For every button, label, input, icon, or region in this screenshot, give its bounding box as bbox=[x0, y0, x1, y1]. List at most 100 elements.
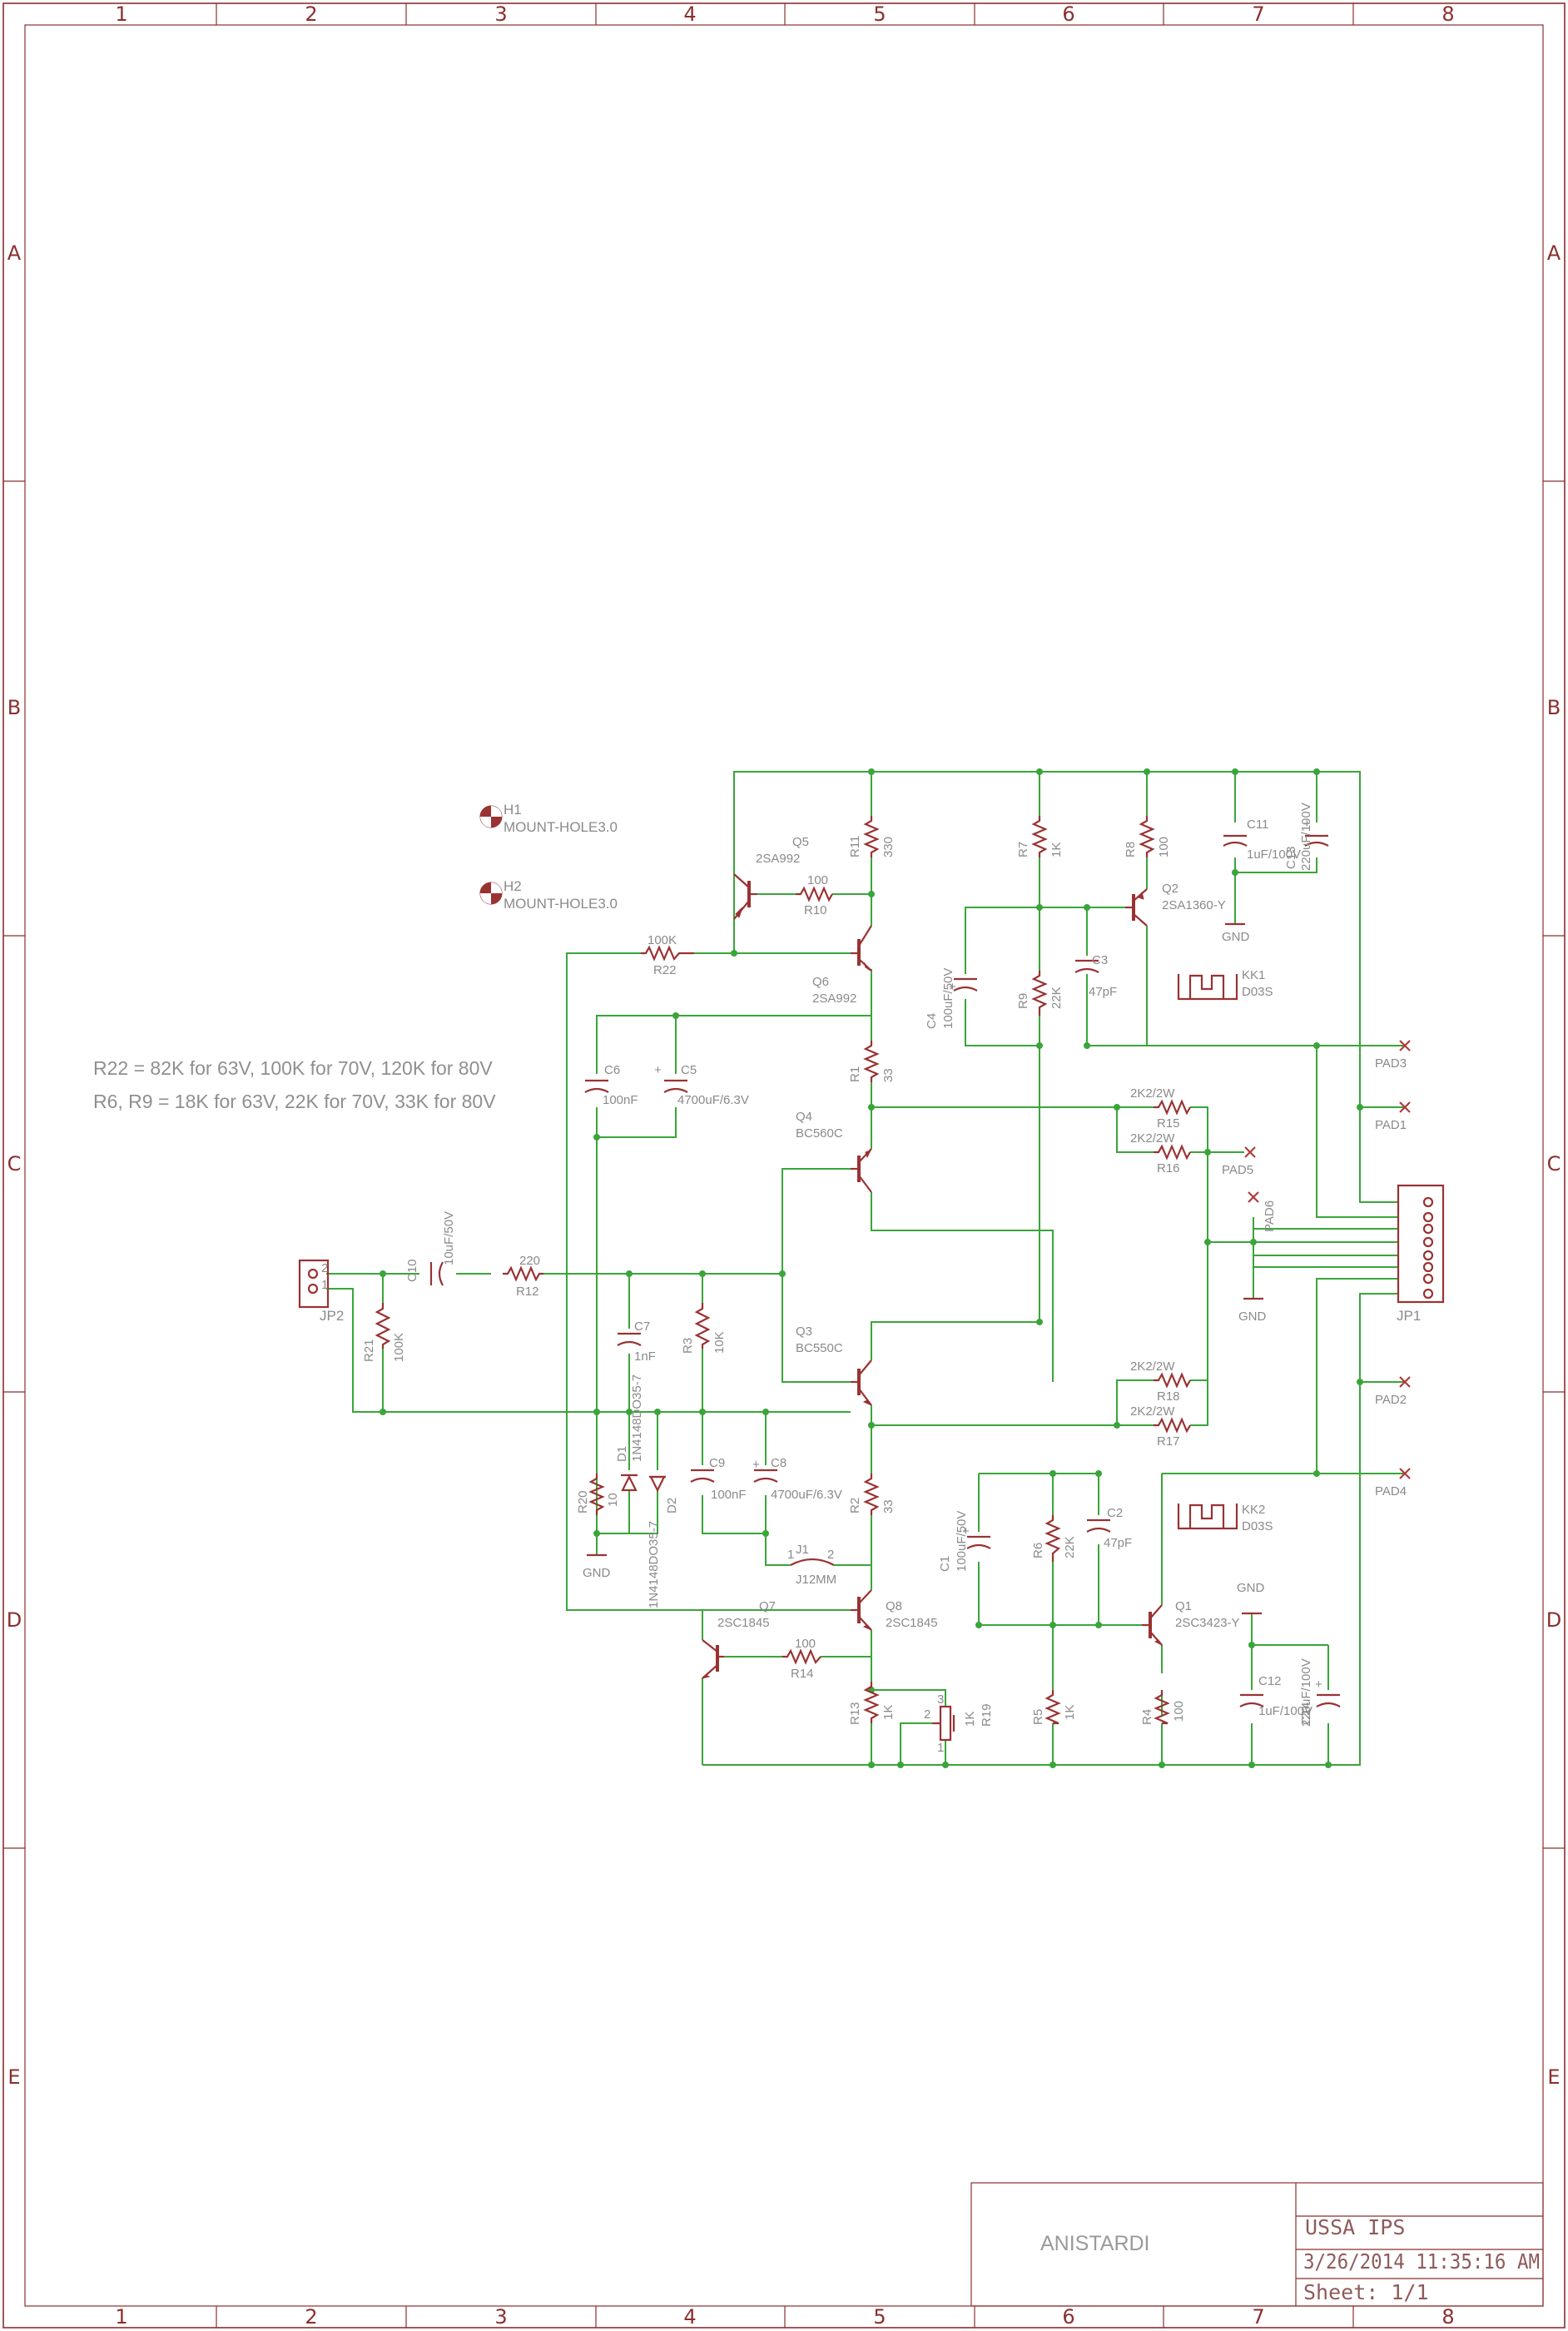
r15-ref: R15 bbox=[1157, 1116, 1180, 1131]
drawing-title: USSA IPS bbox=[1305, 2215, 1405, 2239]
j1-ref: J1 bbox=[796, 1543, 809, 1557]
col-label-7: 7 bbox=[1252, 2, 1264, 26]
d1-ref: D1 bbox=[615, 1446, 629, 1462]
potentiometer-r19: 2 3 1 1K R19 bbox=[924, 1692, 994, 1755]
svg-text:2: 2 bbox=[827, 1548, 834, 1562]
transistor-q1: Q1 2SC3423-Y bbox=[1142, 1599, 1240, 1647]
capacitor-c14: + C14 220uF/100V bbox=[1299, 1658, 1341, 1727]
c8-ref: C8 bbox=[771, 1456, 786, 1470]
col-label-2-bottom: 2 bbox=[305, 2305, 317, 2329]
q7-value: 2SC1845 bbox=[717, 1616, 770, 1630]
capacitor-c3: C3 47pF bbox=[1074, 953, 1117, 999]
col-label-1-bottom: 1 bbox=[115, 2305, 127, 2329]
diode-d1: D1 1N4148DO35-7 bbox=[615, 1374, 644, 1492]
resistor-r21: R21 100K bbox=[362, 1303, 406, 1362]
r18-ref: R18 bbox=[1157, 1389, 1180, 1404]
transistor-q6: Q6 2SA992 bbox=[812, 925, 872, 1006]
pad5-label: PAD5 bbox=[1222, 1163, 1253, 1177]
pad-pad5: PAD5 bbox=[1222, 1146, 1256, 1177]
c3-value: 47pF bbox=[1089, 985, 1117, 999]
row-label-a: A bbox=[7, 241, 22, 265]
r12-value: 220 bbox=[519, 1254, 540, 1268]
svg-text:+: + bbox=[1315, 1677, 1322, 1692]
h2-value: MOUNT-HOLE3.0 bbox=[504, 896, 618, 912]
row-label-d: D bbox=[7, 1608, 22, 1632]
r7-value: 1K bbox=[1049, 842, 1064, 857]
svg-text:3: 3 bbox=[937, 1692, 944, 1707]
pad-pad6: PAD6 bbox=[1248, 1191, 1277, 1232]
resistor-r17: 2K2/2W R17 bbox=[1130, 1404, 1191, 1449]
resistor-r2: R2 33 bbox=[848, 1474, 896, 1515]
capacitor-c8: + C8 4700uF/6.3V bbox=[752, 1456, 842, 1502]
r5-value: 1K bbox=[1063, 1705, 1077, 1720]
resistor-r4: R4 100 bbox=[1140, 1690, 1186, 1725]
r11-value: 330 bbox=[881, 837, 896, 857]
row-dividers bbox=[3, 480, 1565, 1849]
resistor-r20: R20 10 bbox=[576, 1474, 620, 1515]
q3-ref: Q3 bbox=[796, 1325, 812, 1339]
q2-ref: Q2 bbox=[1162, 882, 1178, 896]
transistor-q4: Q4 BC560C bbox=[796, 1110, 872, 1193]
c12-value: 1uF/100V bbox=[1258, 1704, 1312, 1718]
j1-value: J12MM bbox=[796, 1573, 836, 1587]
resistor-r5: R5 1K bbox=[1031, 1690, 1077, 1725]
col-label-3-bottom: 3 bbox=[494, 2305, 507, 2329]
q4-value: BC560C bbox=[796, 1126, 843, 1141]
d2-ref: D2 bbox=[665, 1498, 679, 1513]
r6-value: 22K bbox=[1063, 1536, 1077, 1558]
d1-value: 1N4148DO35-7 bbox=[630, 1374, 644, 1462]
kk2-value: D03S bbox=[1242, 1519, 1273, 1533]
connector-jp2: 2 1 JP2 bbox=[298, 1259, 344, 1324]
col-label-5-bottom: 5 bbox=[873, 2305, 886, 2329]
connector-jp1: JP1 bbox=[1397, 1184, 1445, 1324]
r1-value: 33 bbox=[881, 1068, 896, 1082]
pad-pad3: PAD3 bbox=[1375, 1040, 1411, 1071]
r10-value: 100 bbox=[807, 873, 828, 887]
col-label-8-bottom: 8 bbox=[1441, 2305, 1454, 2329]
heatsink-kk1: KK1 D03S bbox=[1177, 968, 1273, 1001]
r4-ref: R4 bbox=[1140, 1709, 1154, 1725]
r2-ref: R2 bbox=[848, 1498, 862, 1513]
svg-text:1: 1 bbox=[321, 1278, 328, 1292]
kk2-ref: KK2 bbox=[1242, 1503, 1265, 1517]
r13-ref: R13 bbox=[848, 1702, 862, 1725]
col-label-7-bottom: 7 bbox=[1252, 2305, 1264, 2329]
r22-ref: R22 bbox=[653, 963, 677, 977]
c11-ref: C11 bbox=[1247, 818, 1268, 832]
r8-ref: R8 bbox=[1124, 842, 1138, 857]
r22-value: 100K bbox=[648, 933, 677, 947]
c6-ref: C6 bbox=[604, 1063, 620, 1077]
transistor-q8: Q8 2SC1845 bbox=[851, 1589, 938, 1631]
r18-value: 2K2/2W bbox=[1130, 1359, 1175, 1374]
col-label-6: 6 bbox=[1062, 2, 1074, 26]
col-label-6-bottom: 6 bbox=[1062, 2305, 1074, 2329]
q1-ref: Q1 bbox=[1175, 1599, 1192, 1613]
q3-value: BC550C bbox=[796, 1341, 843, 1355]
resistor-r10: 100 R10 bbox=[796, 873, 833, 917]
h1-ref: H1 bbox=[504, 802, 522, 818]
mount-hole-h2: H2 MOUNT-HOLE3.0 bbox=[479, 878, 618, 912]
gnd-top: GND bbox=[1222, 922, 1250, 944]
sheet-number: Sheet: 1/1 bbox=[1303, 2280, 1429, 2304]
r3-ref: R3 bbox=[681, 1338, 695, 1354]
r12-ref: R12 bbox=[516, 1285, 539, 1299]
svg-text:+: + bbox=[1303, 817, 1311, 831]
h1-value: MOUNT-HOLE3.0 bbox=[504, 819, 618, 835]
resistor-r16: 2K2/2W R16 bbox=[1130, 1131, 1191, 1175]
c4-value: 100uF/50V bbox=[941, 968, 955, 1029]
c4-ref: C4 bbox=[925, 1013, 939, 1029]
c2-value: 47pF bbox=[1104, 1536, 1132, 1550]
resistor-r15: 2K2/2W R15 bbox=[1130, 1086, 1191, 1131]
c10-ref: C10 bbox=[405, 1259, 419, 1282]
svg-text:+: + bbox=[752, 1458, 760, 1472]
r9-value: 22K bbox=[1049, 987, 1064, 1009]
row-label-c-right: C bbox=[1547, 1152, 1561, 1175]
r17-value: 2K2/2W bbox=[1130, 1404, 1175, 1419]
c1-value: 100uF/50V bbox=[955, 1511, 969, 1572]
svg-text:+: + bbox=[962, 1524, 970, 1538]
resistor-r11: R11 330 bbox=[848, 816, 896, 857]
r16-ref: R16 bbox=[1157, 1161, 1180, 1175]
row-label-e-right: E bbox=[1547, 2065, 1560, 2089]
svg-text:1: 1 bbox=[937, 1741, 944, 1755]
